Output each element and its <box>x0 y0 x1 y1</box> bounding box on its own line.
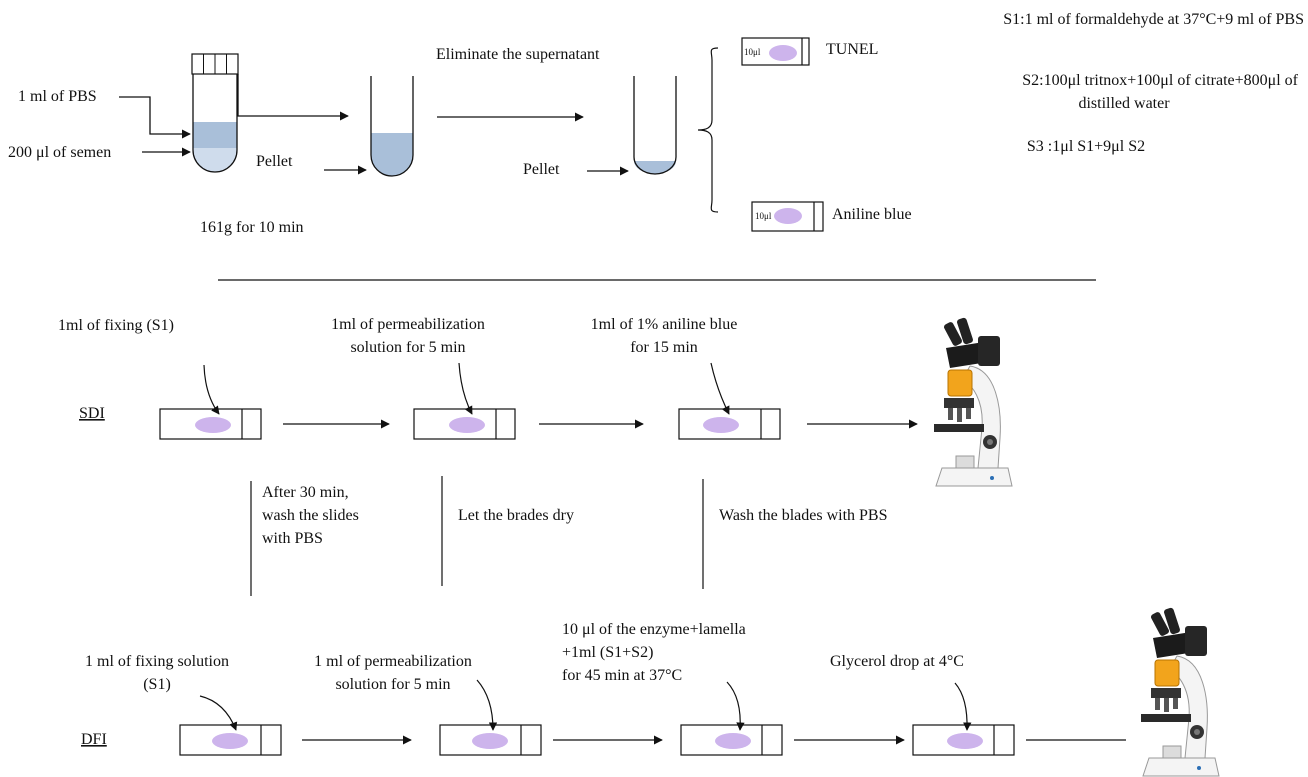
sdi-slide-2 <box>413 408 516 440</box>
dfi-step3-label-line1: 10 μl of the enzyme+lamella <box>562 621 746 638</box>
tube-liquid-upper <box>193 122 237 148</box>
tube-liquid <box>371 133 413 176</box>
sdi-step3-label-line2: for 15 min <box>630 339 698 356</box>
dfi-slide-2 <box>439 724 542 756</box>
centrifuge-tube-1 <box>191 53 239 173</box>
dfi-step2-label-line1: 1 ml of permeabilization <box>314 653 472 670</box>
eliminate-label: Eliminate the supernatant <box>436 46 600 63</box>
preparation-section: 1 ml of PBS 200 μl of semen Pellet 161g … <box>8 11 1304 236</box>
tunel-slide: 10μl <box>741 37 810 66</box>
dfi-drop-arrow-2 <box>476 679 498 731</box>
dfi-slide-4 <box>912 724 1015 756</box>
pellet-label-2: Pellet <box>523 161 560 178</box>
solution-s2-line2: distilled water <box>1078 95 1170 112</box>
sdi-step1-label: 1ml of fixing (S1) <box>58 317 174 334</box>
sdi-step2-label-line2: solution for 5 min <box>350 339 465 356</box>
sdi-drop-arrow-3 <box>710 362 730 415</box>
centrifuge-tube-3 <box>633 76 677 175</box>
sdi-slide-3 <box>678 408 781 440</box>
semen-label: 200 μl of semen <box>8 144 111 161</box>
solution-s3: S3 :1μl S1+9μl S2 <box>1027 138 1145 155</box>
microscope-icon <box>933 316 1013 487</box>
wash-notes: After 30 min, wash the slides with PBS L… <box>250 476 887 596</box>
transfer-arrow-1 <box>237 74 349 121</box>
sdi-step2-label-line1: 1ml of permeabilization <box>331 316 485 333</box>
dfi-label: DFI <box>81 731 107 748</box>
dfi-step3-label-line3: for 45 min at 37°C <box>562 667 682 684</box>
dfi-slide-1 <box>179 724 282 756</box>
note3: Wash the blades with PBS <box>719 507 887 524</box>
solution-s1: S1:1 ml of formaldehyde at 37°C+9 ml of … <box>1003 11 1304 28</box>
sdi-step3-label-line1: 1ml of 1% aniline blue <box>591 316 738 333</box>
dfi-drop-arrow-1 <box>199 695 238 731</box>
aniline-slide: 10μl <box>751 201 824 232</box>
note1-line2: wash the slides <box>262 507 359 524</box>
dfi-row: DFI 1 ml of fixing solution (S1) 1 ml of… <box>81 606 1220 777</box>
note1-line1: After 30 min, <box>262 484 349 501</box>
split-brace <box>697 47 719 213</box>
solution-s2-line1: S2:100μl tritnox+100μl of citrate+800μl … <box>1022 72 1298 89</box>
pbs-label: 1 ml of PBS <box>18 88 97 105</box>
dfi-slide-3 <box>680 724 783 756</box>
sdi-label: SDI <box>79 405 105 422</box>
sdi-row: SDI 1ml of fixing (S1) 1ml of permeabili… <box>58 316 1013 487</box>
centrifuge-label: 161g for 10 min <box>200 219 304 236</box>
slide-volume-label: 10μl <box>755 211 772 221</box>
tube-pellet <box>634 161 676 174</box>
pbs-arrow <box>119 96 191 139</box>
dfi-step4-label: Glycerol drop at 4°C <box>830 653 964 670</box>
tunel-label: TUNEL <box>826 41 878 58</box>
pellet-label-1: Pellet <box>256 153 293 170</box>
tube-liquid-lower <box>193 148 237 172</box>
dfi-step1-label-line2: (S1) <box>143 676 171 693</box>
note1-line3: with PBS <box>262 530 323 547</box>
centrifuge-tube-2 <box>370 76 414 177</box>
note2: Let the brades dry <box>458 507 574 524</box>
slide-volume-label: 10μl <box>744 47 761 57</box>
microscope-icon <box>1140 606 1220 777</box>
dfi-step3-label-line2: +1ml (S1+S2) <box>562 644 653 661</box>
sdi-drop-arrow-2 <box>458 362 473 415</box>
sdi-drop-arrow-1 <box>203 364 220 415</box>
aniline-label: Aniline blue <box>832 206 912 223</box>
dfi-drop-arrow-4 <box>954 682 972 731</box>
dfi-step1-label-line1: 1 ml of fixing solution <box>85 653 229 670</box>
dfi-drop-arrow-3 <box>726 681 745 731</box>
sdi-slide-1 <box>159 408 262 440</box>
dfi-step2-label-line2: solution for 5 min <box>335 676 450 693</box>
